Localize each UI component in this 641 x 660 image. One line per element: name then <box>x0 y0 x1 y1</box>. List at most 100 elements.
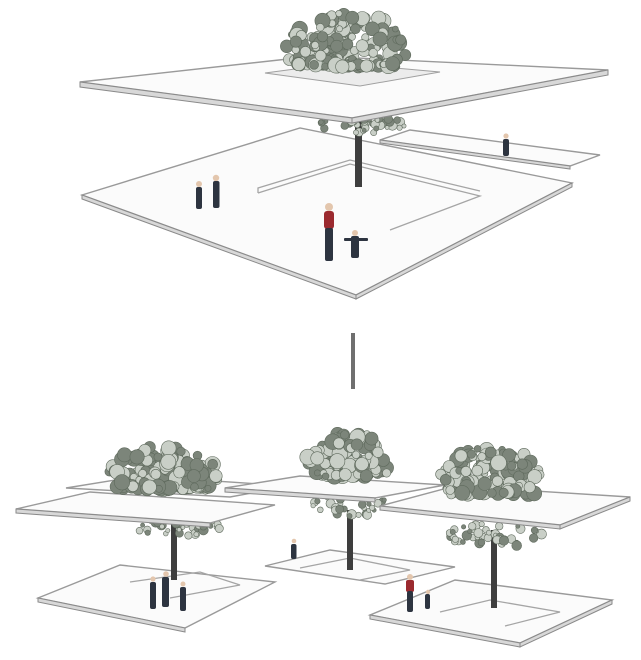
foliage-clump <box>499 488 508 497</box>
foliage-clump <box>322 473 329 480</box>
foliage-clump <box>311 452 324 465</box>
foliage-clump <box>365 432 378 445</box>
foliage-clump <box>114 475 129 490</box>
foliage-clump <box>331 40 343 52</box>
foliage-clump <box>385 126 389 130</box>
foliage-clump <box>472 465 483 476</box>
foliage-clump <box>474 445 481 452</box>
foliage-clump <box>310 60 319 69</box>
foliage-clump <box>397 125 402 130</box>
cluster-tree-crown-middle <box>300 427 394 484</box>
foliage-clump <box>215 524 223 532</box>
foliage-clump <box>136 527 143 534</box>
foliage-clump <box>524 482 535 493</box>
foliage-clump <box>394 117 401 124</box>
foliage-clump <box>478 453 486 461</box>
foliage-clump <box>495 522 503 530</box>
foliage-clump <box>117 448 131 462</box>
foliage-clump <box>160 524 165 529</box>
foliage-clump <box>507 462 516 471</box>
foliage-clump <box>450 529 455 534</box>
person-figure <box>291 539 297 559</box>
foliage-clump <box>358 501 366 509</box>
foliage-clump <box>315 50 326 61</box>
foliage-clump <box>177 528 181 532</box>
foliage-clump <box>340 431 349 440</box>
foliage-clump <box>194 532 199 537</box>
foliage-clump <box>314 470 320 476</box>
foliage-clump <box>317 507 323 513</box>
foliage-clump <box>365 452 372 459</box>
foliage-clump <box>492 476 502 486</box>
foliage-clump <box>468 529 473 534</box>
foliage-clump <box>455 450 467 462</box>
foliage-clump <box>208 459 218 469</box>
foliage-clump <box>319 120 324 125</box>
foliage-clump <box>499 536 508 545</box>
cluster-tree-crown-left <box>105 441 222 497</box>
foliage-clump <box>382 498 386 502</box>
foliage-clump <box>374 126 379 131</box>
foliage-clump <box>479 521 484 526</box>
foliage-clump <box>446 486 455 495</box>
foliage-clump <box>396 35 406 45</box>
foliage-clump <box>531 527 538 534</box>
foliage-clump <box>142 480 156 494</box>
cluster-ground-plane-left <box>38 565 275 628</box>
foliage-clump <box>174 467 185 478</box>
cluster-module-group <box>16 427 630 647</box>
foliage-clump <box>455 485 470 500</box>
foliage-clump <box>290 36 301 47</box>
foliage-clump <box>461 525 465 529</box>
cluster-tree-crown-right <box>436 442 545 501</box>
foliage-clump <box>467 450 475 458</box>
foliage-clump <box>341 122 349 130</box>
foliage-clump <box>478 539 485 546</box>
foliage-clump <box>478 477 491 490</box>
foliage-clump <box>311 504 315 508</box>
foliage-clump <box>474 529 483 538</box>
person-figure <box>406 574 414 612</box>
foliage-clump <box>356 512 361 517</box>
foliage-clump <box>336 505 344 513</box>
foliage-clump <box>161 454 176 469</box>
foliage-clump <box>185 532 192 539</box>
vertical-divider-line <box>351 333 355 389</box>
foliage-clump <box>205 485 211 491</box>
foliage-clump <box>529 534 538 543</box>
foliage-clump <box>360 60 372 72</box>
foliage-clump <box>300 46 311 57</box>
foliage-clump <box>382 469 390 477</box>
foliage-clump <box>517 459 528 470</box>
single-tree-crown <box>280 8 410 73</box>
foliage-clump <box>352 451 360 459</box>
foliage-clump <box>351 439 363 451</box>
foliage-clump <box>512 541 522 551</box>
foliage-clump <box>330 454 345 469</box>
foliage-clump <box>339 469 351 481</box>
foliage-clump <box>369 49 378 58</box>
foliage-clump <box>369 505 374 510</box>
foliage-clump <box>440 474 451 485</box>
foliage-clump <box>360 470 372 482</box>
foliage-clump <box>181 525 185 529</box>
foliage-clump <box>333 438 344 449</box>
foliage-clump <box>386 57 400 71</box>
foliage-clump <box>486 530 491 535</box>
foliage-clump <box>166 529 170 533</box>
single-module-group <box>80 8 608 299</box>
foliage-clump <box>316 23 324 31</box>
foliage-clump <box>141 523 145 527</box>
foliage-clump <box>336 60 349 73</box>
foliage-clump <box>460 540 465 545</box>
foliage-clump <box>145 530 150 535</box>
foliage-clump <box>373 447 384 458</box>
foliage-clump <box>347 513 352 518</box>
foliage-clump <box>336 10 342 16</box>
foliage-clump <box>488 489 497 498</box>
person-figure <box>196 181 202 209</box>
foliage-clump <box>356 40 368 52</box>
foliage-clump <box>191 483 199 491</box>
